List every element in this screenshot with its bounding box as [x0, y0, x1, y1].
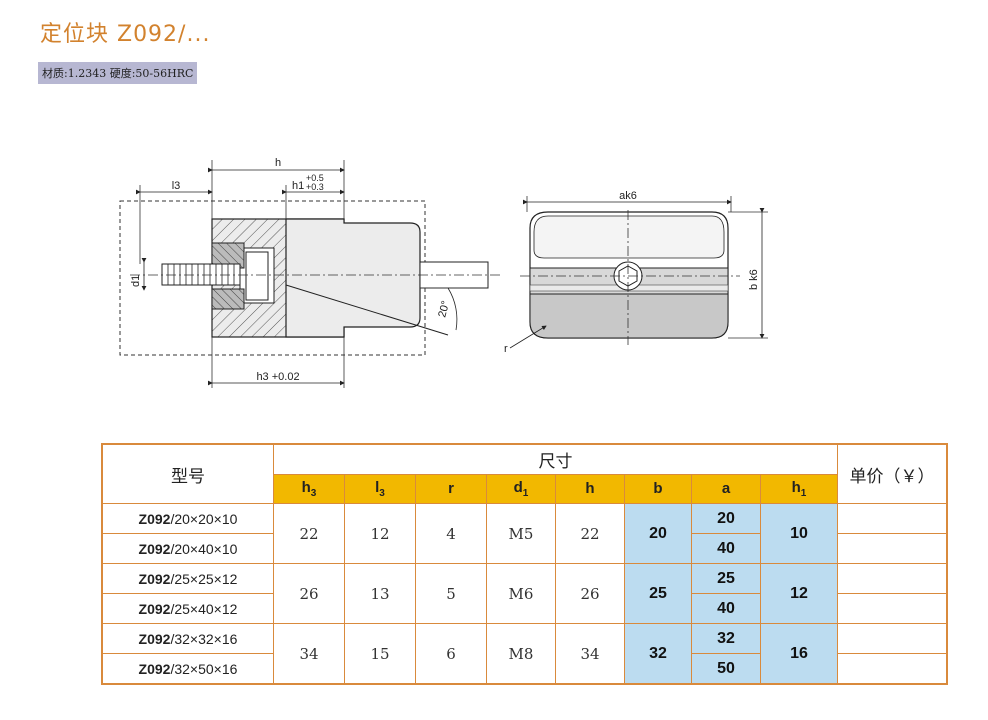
technical-drawing: h l3 h1 +0.5 +0.3 d1 20° h3 +0.02 ak6 b … — [119, 157, 768, 388]
dim-h: h — [275, 157, 281, 169]
column-header-subscript: 1 — [800, 487, 807, 499]
model-cell: Z092/25×25×12 — [101, 563, 274, 594]
dim-angle: 20° — [436, 300, 452, 319]
model-prefix: Z092 — [138, 510, 171, 527]
l3-value: 12 — [344, 503, 416, 564]
model-dimensions: /20×20×10 — [170, 510, 238, 527]
h1-value: 10 — [760, 503, 838, 564]
column-header-label: h — [791, 478, 801, 496]
table-row: Z092/32×50×16 50 — [101, 653, 948, 685]
model-prefix: Z092 — [138, 630, 171, 647]
d1-value: M8 — [486, 623, 556, 685]
column-header-label: d — [513, 478, 523, 496]
table-row: Z092/20×40×10 40 — [101, 533, 948, 564]
model-cell: Z092/25×40×12 — [101, 593, 274, 624]
r-value: 5 — [415, 563, 487, 624]
column-header-label: h — [301, 478, 311, 496]
h3-value: 26 — [273, 563, 345, 624]
column-header: h3 — [273, 473, 345, 504]
model-prefix: Z092 — [138, 570, 171, 587]
column-header: l3 — [344, 473, 416, 504]
price-header: 单价（￥） — [837, 443, 948, 504]
b-value: 20 — [624, 503, 692, 564]
table-row: Z092/25×40×12 40 — [101, 593, 948, 624]
model-cell: Z092/20×40×10 — [101, 533, 274, 564]
h3-value: 34 — [273, 623, 345, 685]
dim-h3: h3 +0.02 — [256, 371, 299, 383]
column-header: b — [624, 473, 692, 504]
column-header-subscript: 3 — [379, 487, 385, 499]
a-value: 40 — [691, 533, 761, 564]
column-header: d1 — [486, 473, 556, 504]
h-value: 34 — [555, 623, 625, 685]
a-value: 25 — [691, 563, 761, 594]
dim-r: r — [504, 343, 508, 355]
price-cell — [837, 533, 948, 564]
dim-l3: l3 — [172, 180, 181, 192]
model-cell: Z092/20×20×10 — [101, 503, 274, 534]
model-prefix: Z092 — [138, 600, 171, 617]
a-value: 50 — [691, 653, 761, 685]
l3-value: 13 — [344, 563, 416, 624]
model-dimensions: /25×40×12 — [170, 600, 238, 617]
a-value: 20 — [691, 503, 761, 534]
price-cell — [837, 653, 948, 685]
price-cell — [837, 623, 948, 654]
page-title: 定位块 Z092/... — [40, 22, 211, 47]
b-value: 25 — [624, 563, 692, 624]
dim-h1-tol-minus: +0.3 — [306, 182, 324, 192]
front-view — [509, 196, 768, 349]
h1-value: 12 — [760, 563, 838, 624]
h3-value: 22 — [273, 503, 345, 564]
column-header-label: r — [448, 480, 454, 498]
model-cell: Z092/32×50×16 — [101, 653, 274, 685]
price-cell — [837, 503, 948, 534]
l3-value: 15 — [344, 623, 416, 685]
column-header: a — [691, 473, 761, 504]
model-dimensions: /25×25×12 — [170, 570, 238, 587]
a-value: 40 — [691, 593, 761, 624]
size-header: 尺寸 — [273, 443, 838, 475]
model-cell: Z092/32×32×16 — [101, 623, 274, 654]
h-value: 26 — [555, 563, 625, 624]
model-dimensions: /32×50×16 — [170, 660, 238, 677]
model-prefix: Z092 — [138, 540, 171, 557]
d1-value: M6 — [486, 563, 556, 624]
dim-b: b k6 — [748, 269, 760, 290]
b-value: 32 — [624, 623, 692, 685]
material-spec: 材质:1.2343 硬度:50-56HRC — [38, 62, 198, 84]
h1-value: 16 — [760, 623, 838, 685]
column-header: h1 — [760, 473, 838, 504]
model-header: 型号 — [101, 443, 274, 504]
column-header-subscript: 1 — [522, 487, 529, 499]
price-cell — [837, 563, 948, 594]
model-prefix: Z092 — [138, 660, 171, 677]
column-header: r — [415, 473, 487, 504]
column-header-label: b — [653, 480, 663, 498]
model-dimensions: /32×32×16 — [170, 630, 238, 647]
dim-d1: d1 — [130, 275, 142, 287]
column-header-label: h — [585, 480, 595, 498]
price-cell — [837, 593, 948, 624]
column-header: h — [555, 473, 625, 504]
r-value: 6 — [415, 623, 487, 685]
dim-a: ak6 — [619, 190, 637, 202]
h-value: 22 — [555, 503, 625, 564]
column-header-subscript: 3 — [310, 487, 317, 499]
column-header-label: a — [721, 480, 731, 498]
dim-h1: h1 — [292, 180, 304, 192]
a-value: 32 — [691, 623, 761, 654]
column-header-label: l — [375, 478, 380, 496]
model-dimensions: /20×40×10 — [170, 540, 238, 557]
d1-value: M5 — [486, 503, 556, 564]
dim-h1-tol-plus: +0.5 — [306, 173, 324, 183]
side-view — [119, 160, 500, 388]
r-value: 4 — [415, 503, 487, 564]
